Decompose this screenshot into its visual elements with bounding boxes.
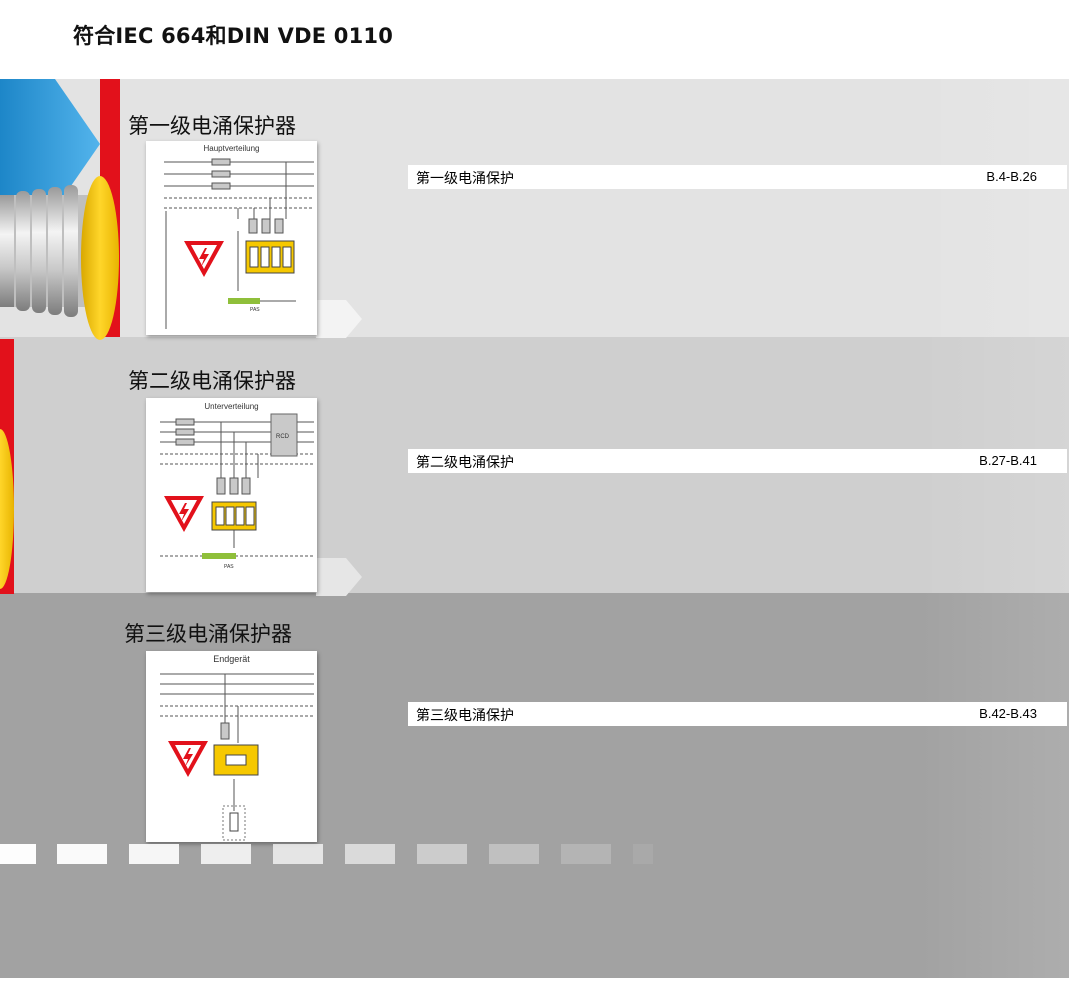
stage-3-row[interactable]: 第三级电涌保护 B.42-B.43 (408, 702, 1067, 726)
arrow-right-icon (316, 300, 362, 338)
stage-3-title: 第三级电涌保护器 (124, 622, 292, 646)
stage-3-row-label: 第三级电涌保护 (416, 708, 514, 724)
road-dash (57, 844, 107, 864)
road-dash (345, 844, 395, 864)
stage-2-row-label: 第二级电涌保护 (416, 455, 514, 471)
stage-2-row[interactable]: 第二级电涌保护 B.27-B.41 (408, 449, 1067, 473)
stage-1-row-label: 第一级电涌保护 (416, 171, 514, 187)
lightning-warning-icon (184, 241, 224, 277)
road-dash (633, 844, 653, 864)
page-title: 符合IEC 664和DIN VDE 0110 (73, 24, 394, 48)
stage-2-diagram-title: Unterverteilung (204, 402, 259, 411)
stage-3-diagram: Endgerät (146, 651, 317, 842)
surge-cable-icon (0, 79, 120, 594)
road-dash (273, 844, 323, 864)
svg-text:PAS: PAS (224, 564, 234, 570)
stage-2-title: 第二级电涌保护器 (128, 369, 296, 393)
road-dash (201, 844, 251, 864)
stage-1-title: 第一级电涌保护器 (128, 114, 296, 138)
road-dash (129, 844, 179, 864)
lightning-warning-icon (168, 741, 208, 777)
stage-3-diagram-title: Endgerät (213, 654, 250, 664)
stage-1-row[interactable]: 第一级电涌保护 B.4-B.26 (408, 165, 1067, 189)
svg-text:PAS: PAS (250, 307, 260, 313)
road-dash (0, 844, 36, 864)
road-dash (489, 844, 539, 864)
stage-2-page-range: B.27-B.41 (979, 453, 1037, 468)
lightning-warning-icon (164, 496, 204, 532)
road-dash (417, 844, 467, 864)
stage-1-diagram: Hauptverteilung PAS (146, 141, 317, 335)
stage-3-page-range: B.42-B.43 (979, 706, 1037, 721)
stage-2-diagram: Unterverteilung RCD PAS (146, 398, 317, 592)
svg-text:RCD: RCD (276, 434, 290, 440)
arrow-right-icon (316, 558, 362, 596)
stage-1-diagram-title: Hauptverteilung (203, 144, 260, 153)
stage-1-page-range: B.4-B.26 (986, 169, 1037, 184)
road-dash (561, 844, 611, 864)
